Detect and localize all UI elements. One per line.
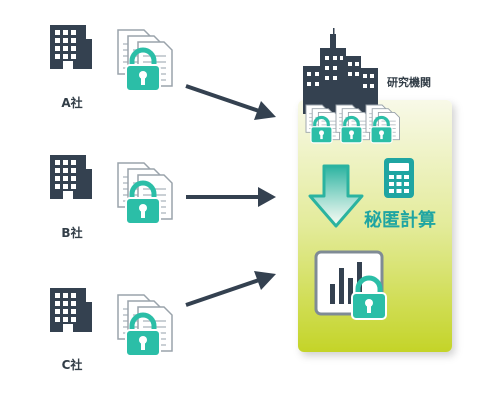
flow-arrow	[185, 271, 276, 307]
locked-documents-icon	[118, 163, 172, 224]
flow-arrow	[185, 84, 276, 120]
flow-arrow	[186, 187, 276, 207]
locked-documents-icon	[118, 30, 172, 91]
locked-documents-icon	[118, 295, 172, 356]
city-buildings-icon	[303, 28, 378, 114]
company-label-c: C社	[61, 358, 83, 372]
institution-label: 研究機関	[387, 76, 431, 89]
company-building-icon	[50, 25, 92, 69]
secure-computation-label: 秘匿計算	[364, 210, 436, 231]
company-label-a: A社	[61, 96, 83, 110]
locked-bar-chart-icon	[314, 250, 386, 319]
calculator-icon	[384, 158, 414, 198]
company-label-b: B社	[61, 226, 83, 240]
company-building-icon	[50, 288, 92, 332]
company-building-icon	[50, 155, 92, 199]
down-arrow-icon	[308, 164, 364, 228]
